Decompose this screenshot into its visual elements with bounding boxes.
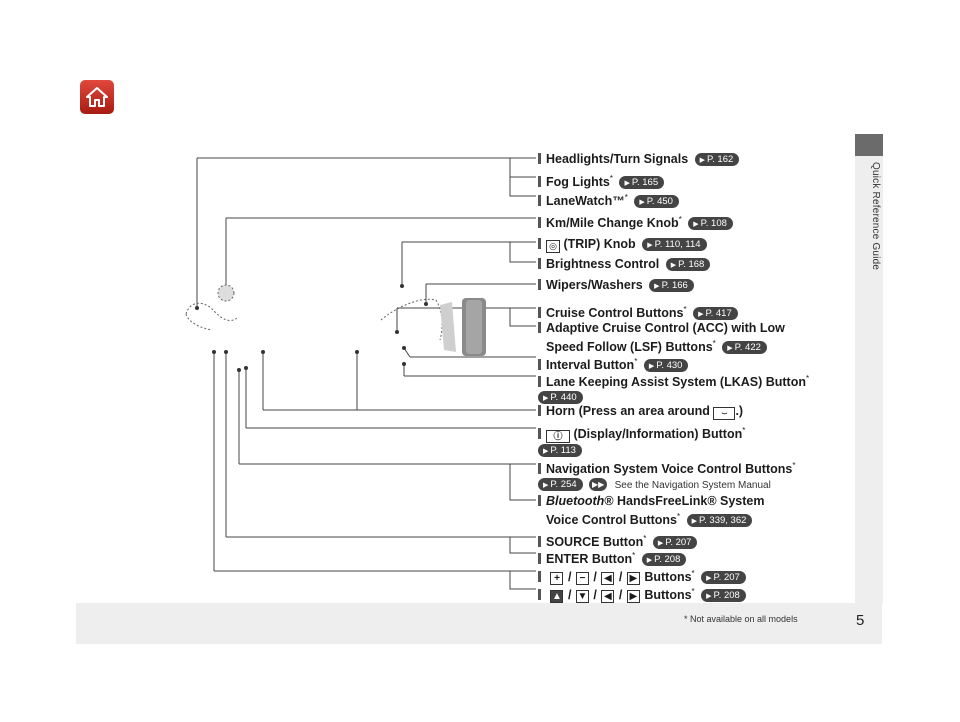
home-button[interactable] <box>80 80 114 114</box>
item-bluetooth-hfl: Bluetooth® HandsFreeLink® System Voice C… <box>538 494 764 528</box>
page-ref-link[interactable]: P. 207 <box>701 571 746 584</box>
page-ref-link[interactable]: P. 166 <box>649 279 694 292</box>
trip-knob-icon: ◎ <box>546 240 560 253</box>
left-key-icon: ◀ <box>601 572 615 585</box>
page-ref-link[interactable]: P. 339, 362 <box>686 514 753 527</box>
item-km-mile-knob: Km/Mile Change Knob* P. 108 <box>538 212 733 231</box>
item-arrow-buttons: ▲ / ▼ / ◀ / ▶ Buttons* P. 208 <box>538 584 746 603</box>
page-ref-link[interactable]: P. 440 <box>538 391 583 404</box>
footer-band <box>76 603 882 644</box>
right-key-icon: ▶ <box>626 572 640 585</box>
page-ref-link[interactable]: P. 162 <box>694 153 740 166</box>
page-ref-link[interactable]: P. 165 <box>619 176 665 189</box>
page-ref-link[interactable]: P. 208 <box>701 589 746 602</box>
item-lkas-button: Lane Keeping Assist System (LKAS) Button… <box>538 371 809 405</box>
page-ref-link[interactable]: P. 110, 114 <box>642 238 707 251</box>
horn-icon: ⌣ <box>713 407 736 420</box>
item-nav-voice-control: Navigation System Voice Control Buttons*… <box>538 458 795 493</box>
item-fog-lights: Fog Lights* P. 165 <box>538 171 665 190</box>
minus-key-icon: − <box>575 572 589 585</box>
page-ref-link[interactable]: P. 113 <box>538 444 582 457</box>
side-tab-marker <box>855 134 883 156</box>
home-icon <box>86 87 108 107</box>
plus-key-icon: + <box>550 572 564 585</box>
side-strip <box>855 134 883 604</box>
item-interval-button: Interval Button* P. 430 <box>538 354 689 373</box>
item-brightness-control: Brightness Control P. 168 <box>538 257 711 272</box>
item-headlights: Headlights/Turn Signals P. 162 <box>538 152 740 167</box>
page-ref-link[interactable]: P. 208 <box>641 553 687 566</box>
down-key-icon: ▼ <box>575 590 589 603</box>
item-enter-button: ENTER Button* P. 208 <box>538 548 687 567</box>
footnote: * Not available on all models <box>684 614 798 624</box>
page-ref-link[interactable]: P. 168 <box>665 258 711 271</box>
left-key-icon: ◀ <box>601 590 615 603</box>
page-ref-link[interactable]: P. 422 <box>722 341 767 354</box>
up-key-icon: ▲ <box>550 590 564 603</box>
sidebar-label: Quick Reference Guide <box>870 162 881 271</box>
page-ref-link[interactable]: P. 254 <box>538 478 583 491</box>
page-number: 5 <box>856 612 865 629</box>
item-trip-knob: ◎ (TRIP) Knob P. 110, 114 <box>538 237 707 253</box>
display-info-icon: ⓘ <box>546 430 570 443</box>
item-wipers-washers: Wipers/Washers P. 166 <box>538 278 694 293</box>
item-source-button: SOURCE Button* P. 207 <box>538 531 698 550</box>
item-lanewatch: LaneWatch™* P. 450 <box>538 190 679 209</box>
item-cruise-control: Cruise Control Buttons* P. 417 <box>538 302 738 321</box>
item-display-info-button: ⓘ (Display/Information) Button* P. 113 <box>538 423 745 458</box>
item-acc-lsf: Adaptive Cruise Control (ACC) with Low S… <box>538 321 785 355</box>
nav-manual-icon: ▶▶ <box>589 478 608 491</box>
page-ref-link[interactable]: P. 417 <box>693 307 738 320</box>
item-plus-minus-buttons: + / − / ◀ / ▶ Buttons* P. 207 <box>538 566 746 585</box>
page-ref-link[interactable]: P. 430 <box>643 359 689 372</box>
item-horn: Horn (Press an area around ⌣.) <box>538 404 743 420</box>
right-key-icon: ▶ <box>626 590 640 603</box>
page-ref-link[interactable]: P. 450 <box>634 195 679 208</box>
page-ref-link[interactable]: P. 108 <box>688 217 733 230</box>
page-ref-link[interactable]: P. 207 <box>652 536 698 549</box>
